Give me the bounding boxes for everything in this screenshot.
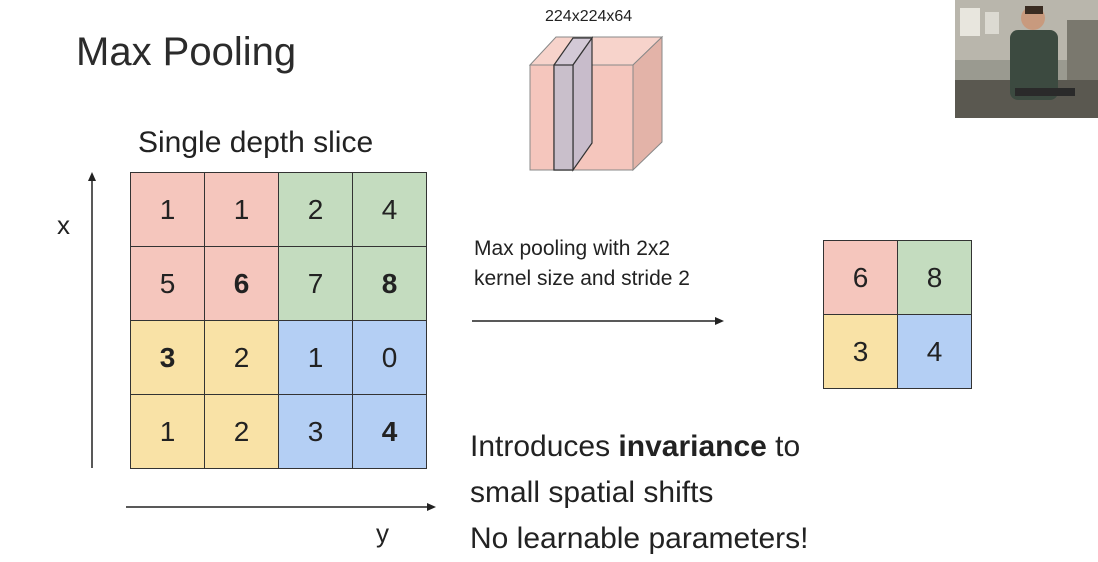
- presenter-webcam-thumbnail: [955, 0, 1098, 118]
- input-cell: 1: [279, 321, 353, 395]
- y-axis-label: y: [376, 518, 389, 548]
- input-cell-max: 3: [131, 321, 205, 395]
- x-axis-arrow: [88, 172, 96, 468]
- output-cell: 3: [824, 315, 898, 389]
- operation-description: Max pooling with 2x2 kernel size and str…: [474, 234, 690, 294]
- slide-title: Max Pooling: [76, 30, 297, 74]
- note-line-1-suffix: to: [766, 430, 801, 463]
- output-cell: 4: [898, 315, 972, 389]
- slice-title: Single depth slice: [138, 126, 374, 159]
- input-cell: 0: [353, 321, 427, 395]
- operation-line-1: Max pooling with 2x2: [474, 237, 671, 260]
- input-cell: 1: [131, 173, 205, 247]
- input-cell: 3: [279, 395, 353, 469]
- output-cell: 8: [898, 241, 972, 315]
- volume-label: 224x224x64: [545, 8, 633, 25]
- pooling-arrow: [472, 317, 724, 325]
- note-line-1: Introduces invariance to: [470, 424, 809, 470]
- note-line-2: small spatial shifts: [470, 476, 714, 509]
- volume-cube-illustration: [528, 35, 664, 172]
- output-cell: 6: [824, 241, 898, 315]
- input-cell: 5: [131, 247, 205, 321]
- note-line-1-emphasis: invariance: [618, 430, 767, 463]
- operation-line-2: kernel size and stride 2: [474, 267, 690, 290]
- x-axis-label: x: [57, 210, 70, 240]
- input-cell: 7: [279, 247, 353, 321]
- key-points: Introduces invariance to small spatial s…: [470, 424, 809, 562]
- input-cell-max: 8: [353, 247, 427, 321]
- input-cell: 1: [205, 173, 279, 247]
- input-cell: 4: [353, 173, 427, 247]
- note-line-3: No learnable parameters!: [470, 522, 809, 555]
- output-grid: 6 8 3 4: [823, 240, 972, 389]
- input-cell: 2: [279, 173, 353, 247]
- input-cell-max: 6: [205, 247, 279, 321]
- input-cell: 2: [205, 395, 279, 469]
- input-grid: 1 1 2 4 5 6 7 8 3 2 1 0 1 2 3 4: [130, 172, 427, 469]
- input-cell: 2: [205, 321, 279, 395]
- note-line-1-prefix: Introduces: [470, 430, 619, 463]
- input-cell: 1: [131, 395, 205, 469]
- input-cell-max: 4: [353, 395, 427, 469]
- y-axis-arrow: [126, 503, 436, 511]
